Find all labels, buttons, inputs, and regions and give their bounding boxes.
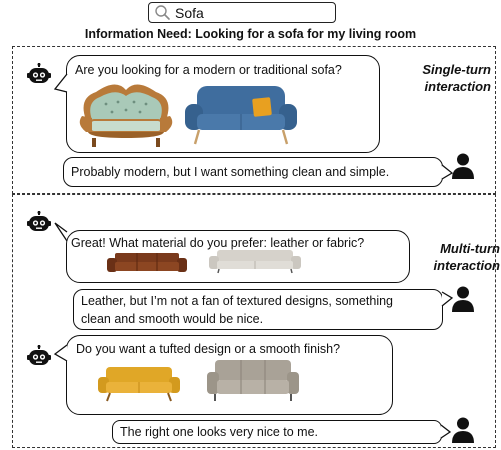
search-bar[interactable]: Sofa [148,2,336,23]
gray-leather-sofa-image [207,360,299,401]
brown-leather-sofa-image [107,253,187,272]
tufted-baroque-sofa-image [79,84,173,147]
multi-turn-label-line2: interaction [433,258,500,273]
user-answer-2-line2: clean and smooth would be nice. [81,312,264,326]
robot-icon [27,211,51,231]
magnifier-icon [155,4,170,20]
bubble-tail [53,344,68,362]
bubble-tail [440,424,452,439]
user-bubble-2 [73,289,443,330]
user-answer-1: Probably modern, but I want something cl… [71,165,390,179]
multi-turn-label: Multi-turn interaction [400,240,500,274]
user-answer-2-line1: Leather, but I’m not a fan of textured d… [81,294,393,308]
bubble-tail [441,164,454,180]
robot-icon [27,63,51,83]
single-turn-label-line2: interaction [424,79,491,94]
user-bubble-1 [63,157,443,187]
modern-blue-sofa-image [185,86,297,145]
search-query: Sofa [175,4,204,21]
multi-turn-label-line1: Multi-turn [440,241,500,256]
assistant-question-2: Great! What material do you prefer: leat… [71,236,365,250]
robot-icon [27,345,51,365]
user-answer-3: The right one looks very nice to me. [120,425,319,439]
user-icon [452,417,474,443]
user-bubble-3 [112,420,442,444]
single-turn-label-line1: Single-turn [422,62,491,77]
assistant-question-3: Do you want a tufted design or a smooth … [76,342,341,356]
single-turn-region [12,46,496,194]
mustard-sofa-image [98,367,180,402]
multi-turn-region [12,194,496,448]
bubble-tail [441,291,454,307]
bubble-tail [53,73,68,93]
assistant-question-1: Are you looking for a modern or traditio… [75,63,342,77]
gray-fabric-sofa-image [209,250,301,274]
user-icon [452,286,474,312]
user-icon [452,153,474,179]
single-turn-label: Single-turn interaction [395,61,491,95]
information-need-title: Information Need: Looking for a sofa for… [84,27,417,41]
bubble-tail [54,222,68,242]
